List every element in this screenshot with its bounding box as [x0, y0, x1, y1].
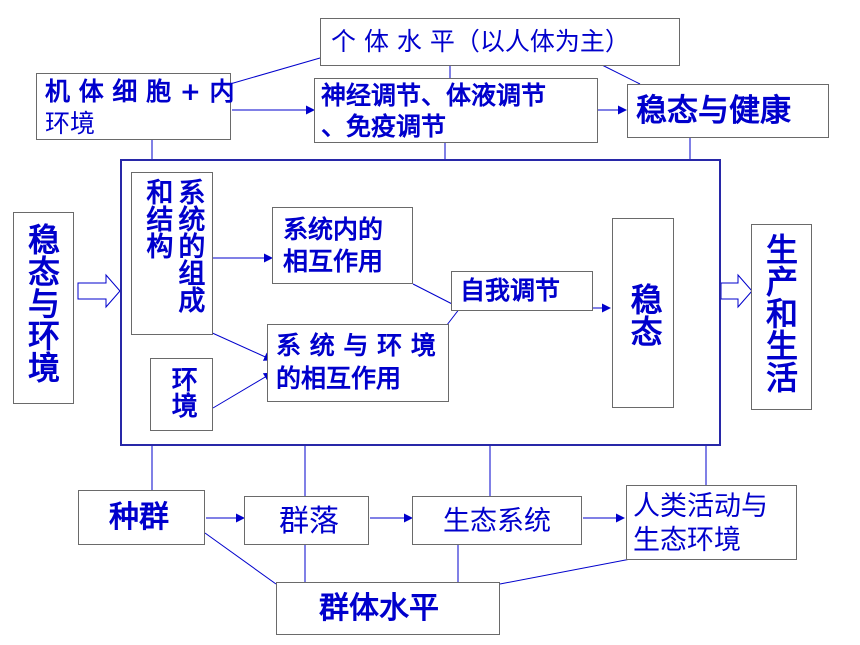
homeostasis-label: 稳态: [625, 283, 664, 347]
intra-system-line1: 系统内的: [283, 215, 384, 244]
production-life-label: 生产和生活: [761, 233, 799, 393]
arrow-environment-to-system-env: [212, 372, 273, 409]
central-frame: [120, 159, 721, 446]
population-label: 种群: [109, 500, 169, 535]
individual-level-label: 个 体 水 平（以人体为主）: [331, 27, 630, 56]
intra-system-box: 系统内的 相互作用: [272, 207, 413, 284]
ecosystem-box: 生态系统: [412, 496, 582, 545]
body-cells-env-box: 机 体 细 胞 + 内 环境: [36, 73, 235, 140]
homeostasis-box: 稳态: [612, 218, 674, 408]
connector-population-to-level: [204, 532, 277, 585]
environment-label: 环境: [167, 366, 198, 418]
body-cells-env-line2: 环境: [45, 109, 96, 138]
individual-level-box: 个 体 水 平（以人体为主）: [320, 18, 680, 66]
regulation-line2: 、免疫调节: [321, 112, 447, 141]
homeostasis-environment-box: 稳态与环境: [13, 212, 74, 404]
connector-individual-to-health: [599, 63, 641, 85]
human-activity-line2: 生态环境: [633, 525, 741, 556]
connector-individual-to-body-cells: [229, 57, 321, 85]
homeostasis-environment-label: 稳态与环境: [23, 223, 61, 383]
regulation-line1: 神经调节、体液调节: [321, 81, 547, 110]
block-arrow-left: [77, 273, 121, 309]
system-composition-structure-box: 和结构 系统的组成: [131, 172, 213, 335]
community-label: 群落: [279, 504, 339, 539]
self-regulation-box: 自我调节: [451, 271, 593, 311]
ecosystem-label: 生态系统: [443, 506, 551, 537]
human-activity-line1: 人类活动与: [633, 491, 768, 522]
regulation-box: 神经调节、体液调节 、免疫调节: [314, 78, 598, 143]
system-composition-structure-col1: 和结构: [141, 178, 173, 259]
connector-human-activity-to-level: [499, 557, 637, 585]
population-level-label: 群体水平: [319, 591, 439, 626]
self-regulation-label: 自我调节: [460, 276, 561, 305]
system-env-line2: 的相互作用: [276, 364, 402, 393]
production-life-box: 生产和生活: [751, 224, 812, 410]
homeostasis-health-label: 稳态与健康: [636, 93, 791, 129]
system-env-box: 系 统 与 环 境 的相互作用: [267, 324, 449, 402]
system-env-line1: 系 统 与 环 境: [276, 331, 436, 360]
body-cells-env-line1: 机 体 细 胞 + 内: [45, 77, 235, 106]
human-activity-box: 人类活动与 生态环境: [626, 485, 797, 560]
homeostasis-health-box: 稳态与健康: [627, 84, 829, 138]
community-box: 群落: [244, 496, 369, 545]
system-composition-structure-col2: 系统的组成: [173, 178, 205, 313]
intra-system-line2: 相互作用: [283, 247, 384, 276]
population-level-box: 群体水平: [276, 582, 500, 635]
population-box: 种群: [78, 490, 205, 545]
block-arrow-right: [720, 273, 753, 309]
environment-box: 环境: [150, 358, 213, 431]
